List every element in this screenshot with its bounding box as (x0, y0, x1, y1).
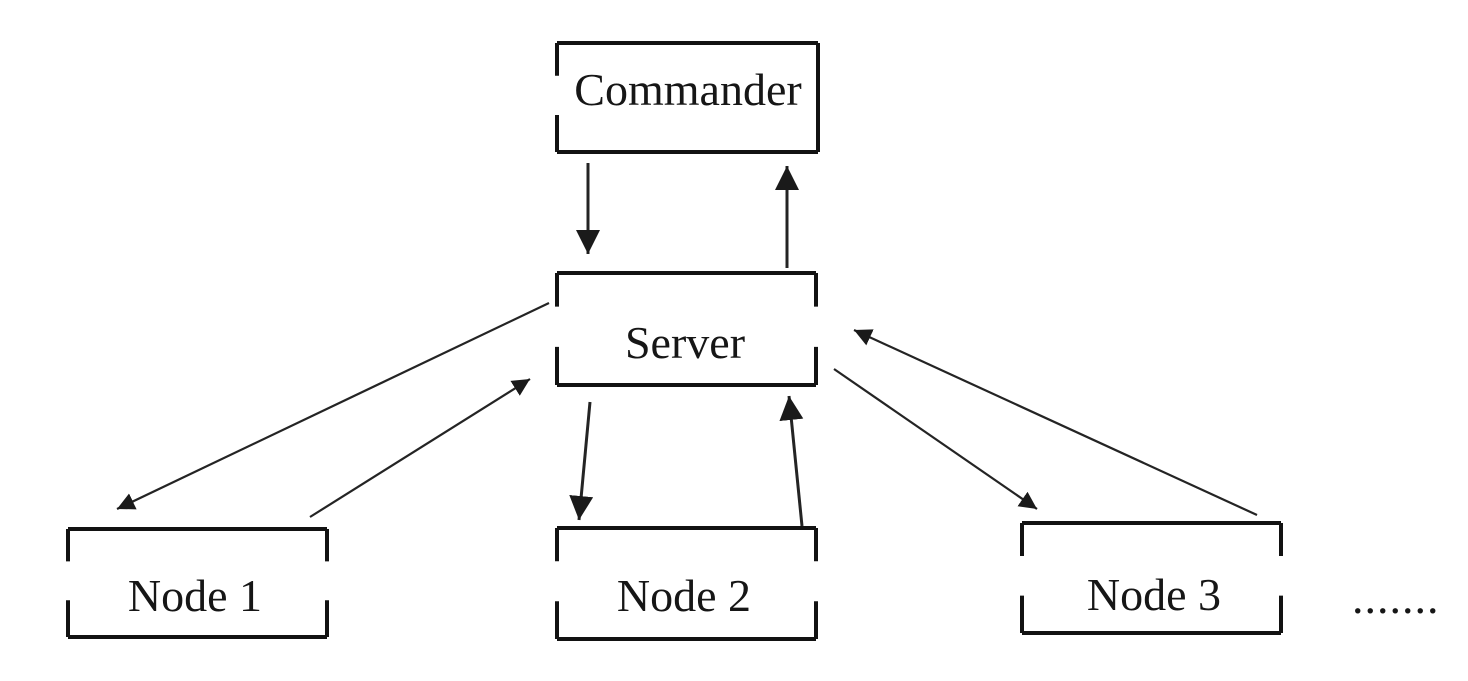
edge-server-to-node1 (116, 302, 550, 510)
node-label-server: Server (625, 317, 745, 368)
node-box-node2 (555, 526, 818, 641)
node-label-node2: Node 2 (617, 570, 751, 621)
edges-layer (116, 163, 1258, 527)
ellipsis-dots: ....... (1352, 572, 1440, 623)
node-label-node1: Node 1 (128, 570, 262, 621)
edge-server-to-node2 (569, 401, 594, 521)
node-label-commander: Commander (574, 64, 801, 115)
node-box-node1 (66, 527, 329, 639)
edge-node3-to-server (853, 329, 1258, 516)
node-box-server (555, 271, 818, 387)
node-box-commander (555, 41, 820, 154)
node-box-node3 (1020, 521, 1283, 635)
edge-server-to-node3 (833, 368, 1038, 510)
edge-node2-to-server (779, 395, 804, 527)
edge-node1-to-server (309, 378, 531, 518)
node-label-node3: Node 3 (1087, 569, 1221, 620)
